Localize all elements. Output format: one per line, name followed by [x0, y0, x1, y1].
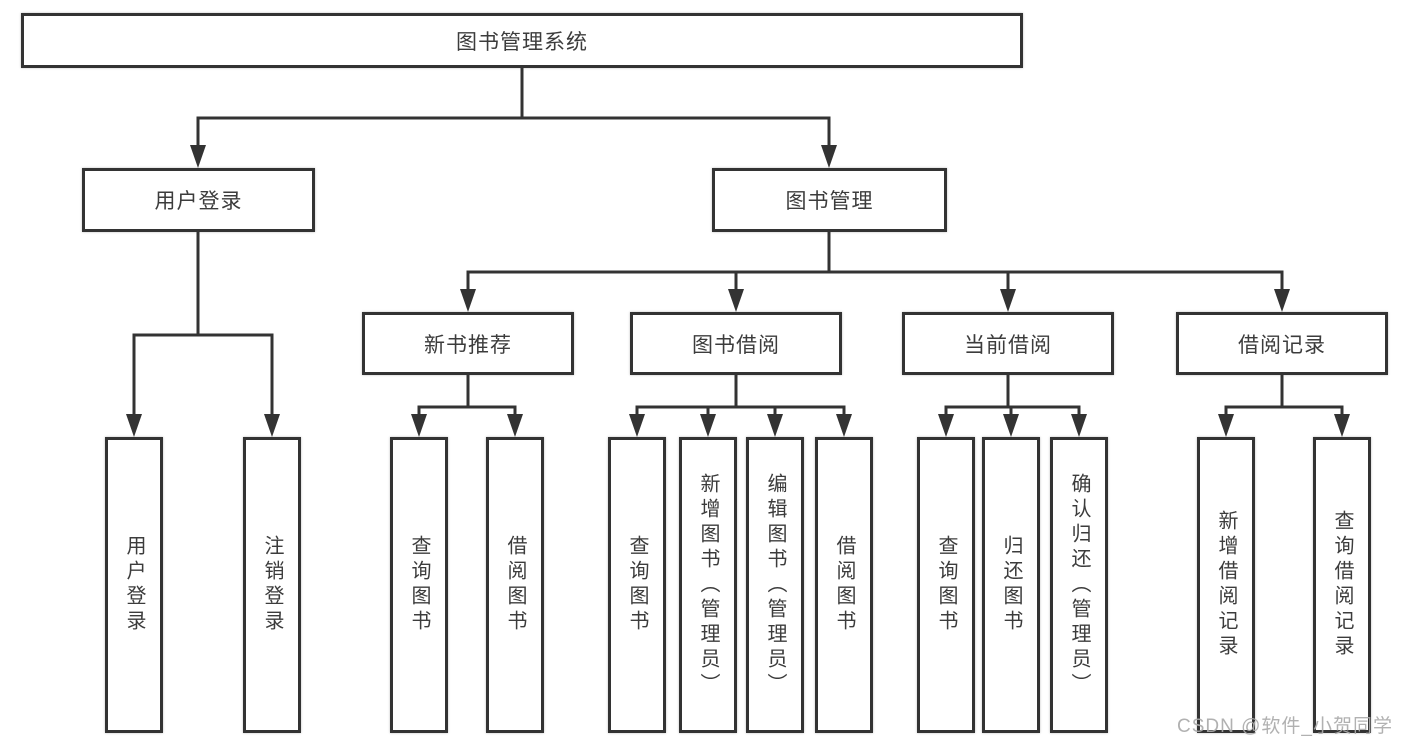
node-label: 查询图书 [408, 535, 430, 635]
leaf-add-borrow-record: 新增借阅记录 [1197, 437, 1255, 733]
node-label: 注销登录 [261, 535, 283, 635]
node-label: 新增图书（管理员） [697, 472, 719, 698]
node-label: 图书管理系统 [456, 30, 588, 54]
leaf-query-books-current: 查询图书 [917, 437, 975, 733]
node-label: 归还图书 [1000, 535, 1022, 635]
node-label: 新书推荐 [424, 333, 512, 357]
node-label: 用户登录 [154, 190, 243, 213]
node-label: 借阅记录 [1238, 333, 1326, 357]
leaf-query-borrow-record: 查询借阅记录 [1313, 437, 1371, 733]
node-label: 确认归还（管理员） [1068, 472, 1090, 698]
leaf-logout-login: 注销登录 [243, 437, 301, 733]
node-label: 新增借阅记录 [1215, 510, 1237, 660]
leaf-user-login: 用户登录 [105, 437, 163, 733]
node-label: 图书管理 [785, 190, 874, 213]
node-borrowing-records: 借阅记录 [1176, 312, 1388, 375]
watermark-text: CSDN @软件_小贺同学 [1177, 716, 1393, 737]
node-label: 借阅图书 [833, 535, 855, 635]
leaf-confirm-return-admin: 确认归还（管理员） [1050, 437, 1108, 733]
node-label: 借阅图书 [504, 535, 526, 635]
node-book-management: 图书管理 [712, 168, 947, 232]
leaf-borrow-books-recommend: 借阅图书 [486, 437, 544, 733]
node-book-borrowing: 图书借阅 [630, 312, 842, 375]
node-library-management-system: 图书管理系统 [21, 13, 1023, 68]
node-label: 图书借阅 [692, 333, 780, 357]
node-label: 用户登录 [123, 535, 145, 635]
node-label: 当前借阅 [964, 333, 1052, 357]
node-label: 编辑图书（管理员） [764, 472, 786, 698]
node-new-book-recommendation: 新书推荐 [362, 312, 574, 375]
node-user-login: 用户登录 [82, 168, 315, 232]
leaf-add-book-admin: 新增图书（管理员） [679, 437, 737, 733]
leaf-query-books-recommend: 查询图书 [390, 437, 448, 733]
node-label: 查询借阅记录 [1331, 510, 1353, 660]
leaf-borrow-books: 借阅图书 [815, 437, 873, 733]
node-label: 查询图书 [626, 535, 648, 635]
leaf-query-books-borrow: 查询图书 [608, 437, 666, 733]
node-current-borrowing: 当前借阅 [902, 312, 1114, 375]
node-label: 查询图书 [935, 535, 957, 635]
leaf-edit-book-admin: 编辑图书（管理员） [746, 437, 804, 733]
leaf-return-books: 归还图书 [982, 437, 1040, 733]
